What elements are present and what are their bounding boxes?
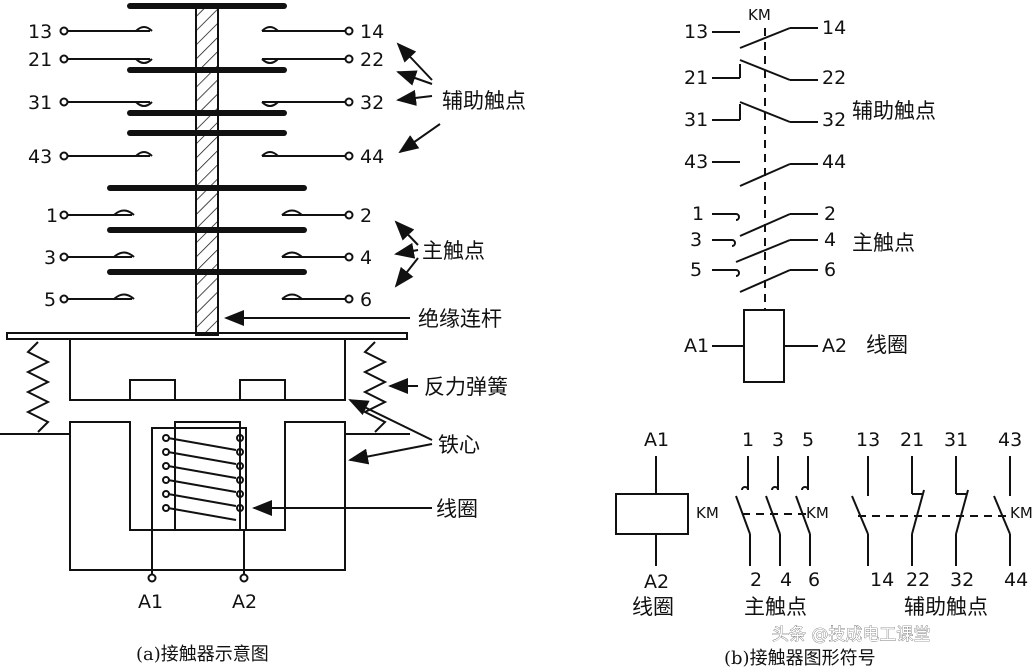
main-top-5: 5 [802, 429, 814, 451]
terminal-6: 6 [360, 289, 372, 311]
terminal-5: 5 [44, 289, 56, 311]
watermark: 头条 @技成电工课堂 [772, 625, 930, 645]
top-coil-a1: A1 [684, 335, 709, 357]
caption-a: (a)接触器示意图 [136, 644, 269, 665]
coil-terminal-a2: A2 [232, 591, 257, 613]
top-label-1: 1 [692, 203, 704, 225]
bottom-coil-a1: A1 [644, 429, 669, 451]
annotation-arrows [224, 42, 441, 516]
terminal-31: 31 [28, 92, 52, 114]
symbol-bottom: A1 KM A2 线圈 1 3 5 KM 2 4 6 主触点 13 21 31 … [615, 429, 1033, 668]
aux-bottom-14: 14 [870, 569, 894, 591]
terminal-22: 22 [360, 49, 384, 71]
label-main-contacts: 主触点 [422, 239, 485, 263]
top-label-31: 31 [684, 109, 708, 131]
main-contacts-symbol [735, 456, 811, 566]
km-label-top: KM [748, 6, 771, 24]
terminal-21: 21 [28, 49, 52, 71]
top-label-32: 32 [822, 109, 846, 131]
aux-top-43: 43 [998, 429, 1022, 451]
aux-bottom-44: 44 [1004, 569, 1028, 591]
terminal-14: 14 [360, 21, 384, 43]
terminal-1: 1 [46, 205, 58, 227]
label-iron-core: 铁心 [438, 433, 480, 457]
terminal-3: 3 [44, 247, 56, 269]
top-label-4: 4 [824, 229, 836, 251]
main-top-1: 1 [742, 429, 754, 451]
schematic-left: 13 21 31 43 1 3 5 14 22 32 44 2 4 6 [0, 3, 526, 665]
main-bottom-2: 2 [750, 569, 762, 591]
bottom-coil [615, 493, 689, 535]
top-coil-a2: A2 [822, 335, 847, 357]
top-label-21: 21 [684, 67, 708, 89]
top-label-43: 43 [684, 151, 708, 173]
bottom-aux-label: 辅助触点 [904, 595, 988, 619]
top-label-6: 6 [824, 259, 836, 281]
top-coil [743, 309, 785, 383]
symbol-top-right: KM 13 21 31 43 1 3 5 14 22 32 44 2 [684, 6, 936, 383]
aux-top-13: 13 [856, 429, 880, 451]
top-main-label: 主触点 [852, 231, 915, 255]
main-bottom-4: 4 [780, 569, 792, 591]
label-insulation-rod: 绝缘连杆 [418, 307, 502, 331]
aux-bottom-22: 22 [906, 569, 930, 591]
coil-terminal-a1: A1 [138, 591, 163, 613]
terminal-4: 4 [360, 247, 372, 269]
label-aux-contacts: 辅助触点 [442, 89, 526, 113]
terminal-43: 43 [28, 146, 52, 168]
terminal-44: 44 [360, 146, 384, 168]
main-top-3: 3 [772, 429, 784, 451]
top-label-3: 3 [690, 229, 702, 251]
coil-winding [162, 434, 244, 521]
aux-contacts-symbol [851, 456, 1011, 566]
aux-km: KM [1010, 504, 1033, 522]
top-label-13: 13 [684, 21, 708, 43]
main-km: KM [806, 504, 829, 522]
aux-bottom-32: 32 [950, 569, 974, 591]
label-coil: 线圈 [436, 497, 478, 521]
terminal-2: 2 [360, 205, 372, 227]
caption-b: (b)接触器图形符号 [724, 648, 876, 668]
top-label-5: 5 [690, 259, 702, 281]
static-contacts [59, 26, 354, 304]
terminal-32: 32 [360, 92, 384, 114]
left-spring [25, 341, 51, 433]
terminal-13: 13 [28, 21, 52, 43]
right-spring [362, 341, 388, 433]
top-label-2: 2 [824, 203, 836, 225]
bottom-coil-a2: A2 [644, 571, 669, 593]
top-coil-label: 线圈 [866, 333, 908, 357]
moving-core [69, 338, 346, 401]
top-aux-label: 辅助触点 [852, 99, 936, 123]
bottom-coil-label: 线圈 [632, 595, 674, 619]
bottom-main-label: 主触点 [744, 595, 807, 619]
moving-contact-bars [107, 3, 307, 275]
main-bottom-6: 6 [808, 569, 820, 591]
label-spring: 反力弹簧 [424, 375, 508, 399]
insulation-rod [195, 4, 219, 336]
aux-top-21: 21 [900, 429, 924, 451]
top-label-22: 22 [822, 67, 846, 89]
aux-top-31: 31 [944, 429, 968, 451]
top-label-14: 14 [822, 17, 846, 39]
bottom-coil-km: KM [696, 504, 719, 522]
top-label-44: 44 [822, 151, 846, 173]
